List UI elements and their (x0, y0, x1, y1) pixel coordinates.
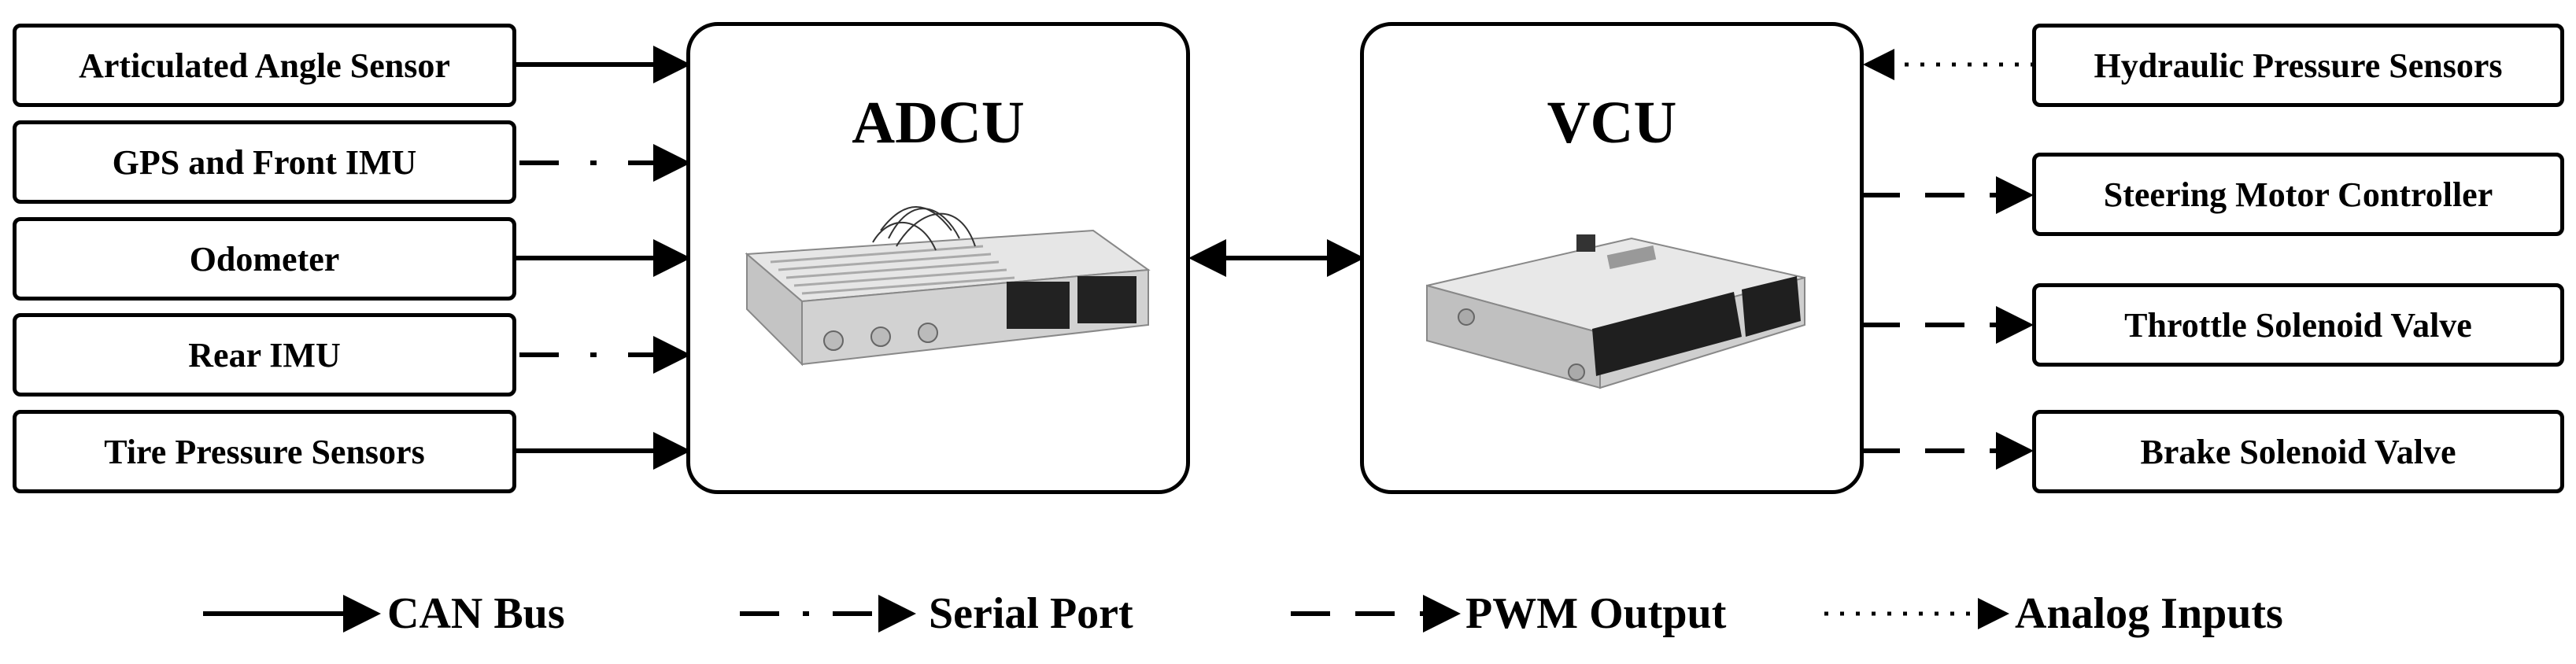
input-box-gps-front-imu: GPS and Front IMU (13, 120, 516, 204)
input-label: Odometer (189, 239, 340, 279)
legend-can-label: CAN Bus (387, 589, 565, 638)
legend-pwm-label: PWM Output (1465, 589, 1727, 638)
output-label: Brake Solenoid Valve (2140, 432, 2456, 471)
input-box-hydraulic-pressure-sensors: Hydraulic Pressure Sensors (2032, 24, 2564, 107)
output-box-steering-motor-controller: Steering Motor Controller (2032, 153, 2564, 236)
legend-serial-label: Serial Port (929, 589, 1133, 638)
input-box-odometer: Odometer (13, 217, 516, 301)
legend-analog-label: Analog Inputs (2015, 589, 2283, 638)
vcu-title: VCU (1547, 90, 1677, 156)
adcu-title: ADCU (852, 90, 1025, 156)
hydraulic-label: Hydraulic Pressure Sensors (2094, 46, 2503, 85)
output-label: Throttle Solenoid Valve (2124, 305, 2472, 345)
adcu-box: ADCU (686, 22, 1190, 494)
input-label: Rear IMU (188, 335, 341, 374)
input-box-rear-imu: Rear IMU (13, 313, 516, 397)
input-label: Articulated Angle Sensor (79, 46, 450, 85)
input-label: GPS and Front IMU (112, 142, 417, 182)
input-box-tire-pressure-sensors: Tire Pressure Sensors (13, 410, 516, 493)
input-label: Tire Pressure Sensors (104, 432, 425, 471)
adcu-controller-unit-image (745, 206, 1151, 367)
vcu-controller-unit-image (1426, 234, 1805, 389)
output-label: Steering Motor Controller (2103, 175, 2493, 214)
output-box-brake-solenoid-valve: Brake Solenoid Valve (2032, 410, 2564, 493)
vcu-box: VCU (1360, 22, 1864, 494)
output-box-throttle-solenoid-valve: Throttle Solenoid Valve (2032, 283, 2564, 367)
input-box-articulated-angle-sensor: Articulated Angle Sensor (13, 24, 516, 107)
